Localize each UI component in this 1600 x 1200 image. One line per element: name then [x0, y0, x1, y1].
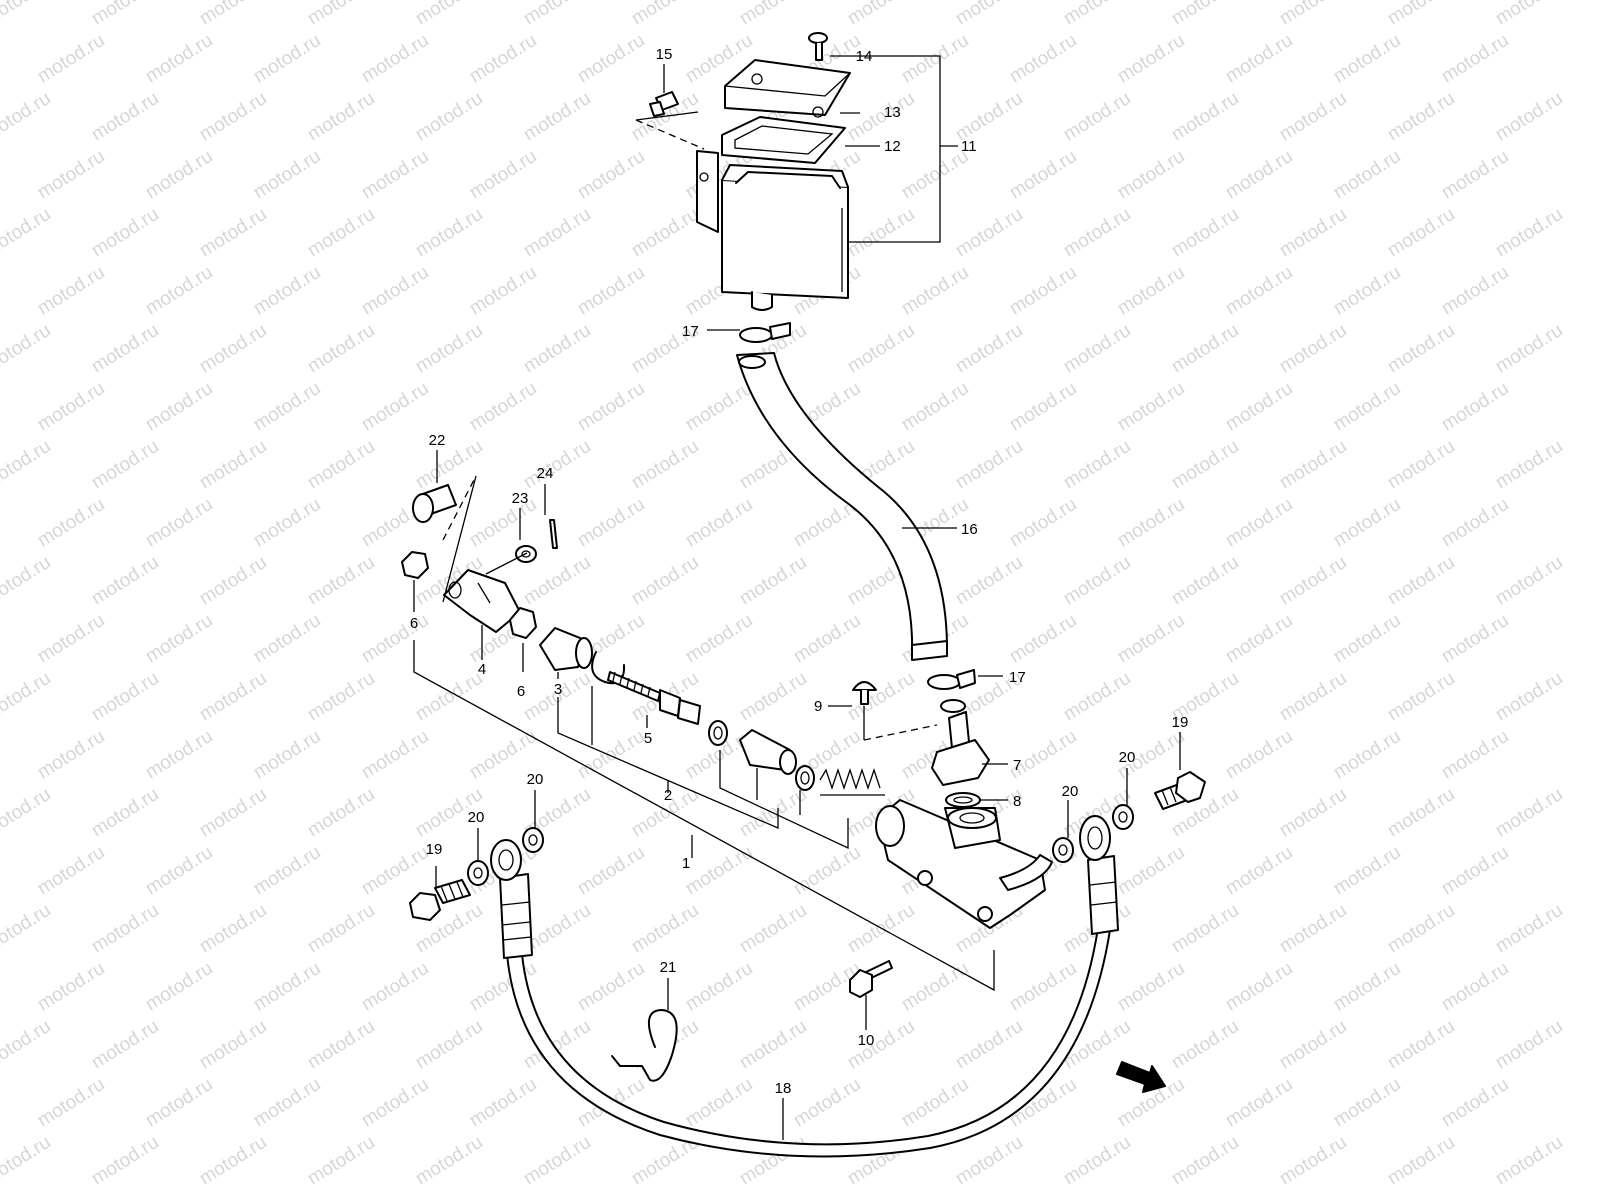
callout-20-left-b: 20	[527, 771, 544, 788]
o-ring	[945, 792, 981, 808]
lock-nut-lower	[509, 607, 537, 639]
callout-21: 21	[660, 959, 677, 976]
callout-19-right: 19	[1172, 714, 1189, 731]
callout-20-right-b: 20	[1119, 749, 1136, 766]
washer-20-left-b	[522, 827, 544, 853]
mounting-bolt	[849, 960, 893, 998]
callout-20-right-a: 20	[1062, 783, 1079, 800]
callout-6-upper: 6	[410, 615, 418, 632]
fwd-arrow-icon	[1116, 1061, 1166, 1093]
return-spring	[819, 767, 885, 796]
callout-9: 9	[814, 698, 822, 715]
callout-11: 11	[961, 138, 977, 155]
piston	[739, 729, 797, 775]
callout-13: 13	[884, 104, 901, 121]
banjo-bolt-right	[1154, 771, 1206, 810]
callout-3: 3	[554, 681, 562, 698]
washer-20-left-a	[467, 860, 489, 886]
callout-17-lower: 17	[1009, 669, 1026, 686]
inlet-fitting	[931, 699, 990, 786]
callout-2: 2	[664, 787, 672, 804]
callout-24: 24	[537, 465, 554, 482]
callout-19-left: 19	[426, 841, 443, 858]
washer-20-right-b	[1112, 804, 1134, 830]
callout-8: 8	[1013, 793, 1021, 810]
reservoir-diaphragm	[721, 116, 846, 164]
callout-15: 15	[656, 46, 673, 63]
hose-clamp-lower	[927, 669, 976, 690]
pushrod	[607, 671, 701, 725]
reservoir-tank	[696, 150, 849, 311]
callout-1: 1	[682, 855, 690, 872]
callout-6-lower: 6	[517, 683, 525, 700]
cap-screw	[808, 32, 828, 61]
master-cylinder-body	[875, 799, 1053, 929]
washer-20-right-a	[1052, 837, 1074, 863]
leader-lines	[413, 55, 1181, 1140]
callout-labels: 1 2 3 4 5 6 6 7 8 9 10 11 12 13 14 15 16…	[410, 46, 1189, 1097]
callout-4: 4	[478, 661, 486, 678]
clutch-hose	[490, 815, 1119, 1158]
lock-nut-upper	[401, 551, 429, 579]
piston-cup	[708, 720, 728, 746]
clevis	[443, 569, 521, 633]
banjo-bolt-left	[409, 879, 471, 921]
reservoir-bolt	[649, 91, 679, 117]
hose-clip	[611, 1009, 678, 1082]
callout-17-upper: 17	[682, 323, 699, 340]
callout-16: 16	[961, 521, 978, 538]
dust-boot	[539, 627, 593, 671]
hose-clamp-upper	[738, 322, 791, 369]
callout-22: 22	[429, 432, 446, 449]
fitting-screw	[852, 681, 877, 705]
cotter-pin	[549, 519, 558, 549]
callout-23: 23	[512, 490, 529, 507]
callout-18: 18	[775, 1080, 792, 1097]
callout-14: 14	[856, 48, 873, 65]
callout-5: 5	[644, 730, 652, 747]
callout-10: 10	[858, 1032, 875, 1049]
secondary-cup	[795, 765, 815, 791]
reservoir-cap	[724, 59, 851, 118]
callout-12: 12	[884, 138, 901, 155]
callout-7: 7	[1013, 757, 1021, 774]
reservoir-hose	[736, 352, 949, 661]
callout-20-left-a: 20	[468, 809, 485, 826]
fwd-label: FWD	[1125, 1066, 1150, 1085]
clevis-pin	[412, 484, 457, 523]
